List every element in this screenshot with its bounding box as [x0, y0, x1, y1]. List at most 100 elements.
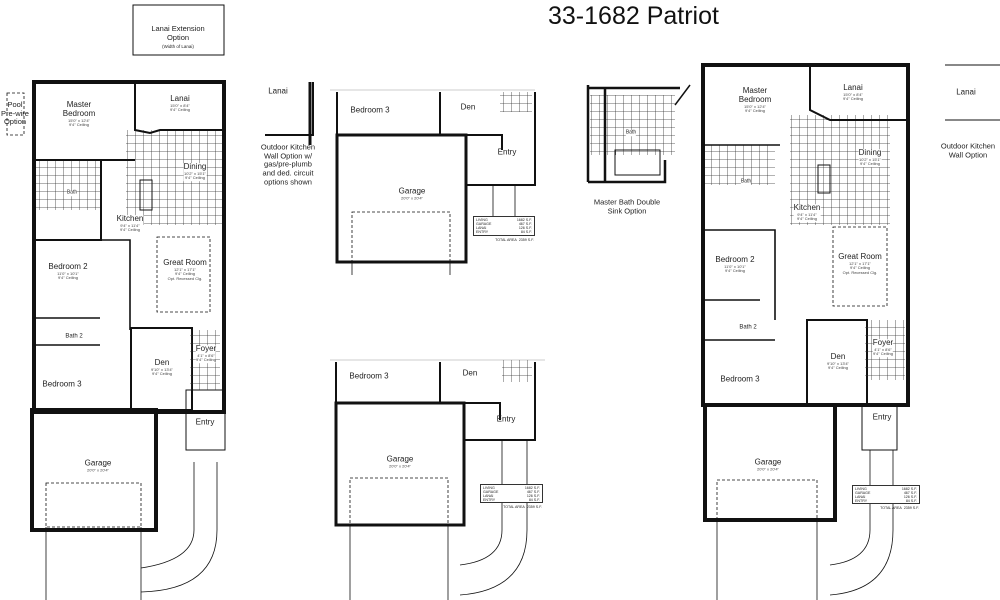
room-bath: Bath — [625, 129, 637, 136]
label-line: Outdoor Kitchen — [260, 142, 316, 152]
lanai-extension-option-label: Lanai Extension Option (Width of Lanai) — [151, 24, 204, 51]
area-row: LIVING 1682 S.F. — [855, 487, 917, 491]
area-label: ENTRY — [483, 498, 496, 502]
room-ceiling: 9'4" Ceiling — [745, 107, 765, 113]
room-entry: Entry — [496, 414, 516, 424]
room-ceiling: 9'4" Ceiling — [843, 96, 863, 102]
area-total-value: 2359 S.F. — [526, 505, 542, 509]
room-bath-2: Bath 2 — [739, 324, 757, 332]
area-value: 467 S.F. — [518, 222, 532, 226]
room-name: Lanai — [843, 83, 863, 93]
room-ceiling: 9'4" Ceiling — [120, 227, 140, 233]
room-name: Lanai — [170, 94, 190, 104]
area-row: ENTRY 84 S.F. — [476, 230, 532, 234]
room-bath: Bath — [66, 189, 78, 196]
room-entry: Entry — [195, 417, 215, 427]
label-line: Master Bath Double — [593, 197, 661, 207]
room-ceiling: 9'4" Ceiling — [873, 351, 893, 357]
label-line: (Width of Lanai) — [162, 44, 194, 50]
outdoor-kitchen-option-label: Outdoor Kitchen Wall Option w/ gas/pre-p… — [261, 143, 315, 186]
area-label: LANAI — [483, 494, 494, 498]
area-value: 126 S.F. — [903, 495, 917, 499]
room-dims: 10'2" x 15'1" — [859, 157, 881, 163]
room-name: Great Room — [163, 258, 207, 268]
room-name: Garage — [398, 186, 426, 196]
area-total-value: 2359 S.F. — [518, 238, 534, 242]
area-value: 84 S.F. — [520, 230, 532, 234]
room-name: Garage — [754, 457, 782, 467]
room-bedroom-3: Bedroom 3 — [42, 379, 82, 389]
room-name: Kitchen — [793, 203, 821, 213]
room-name: Den — [154, 358, 170, 368]
room-name: Foyer — [195, 344, 217, 354]
room-dims: 4'1" x 8'6" — [197, 353, 215, 359]
room-dims: 15'0" x 8'4" — [170, 103, 190, 109]
area-value: 84 S.F. — [528, 498, 540, 502]
room-note: Opt. Recessed Clg. — [167, 275, 203, 281]
room-den: Den — [460, 102, 476, 112]
room-ceiling: 9'4" Ceiling — [828, 365, 848, 371]
area-row: ENTRY 84 S.F. — [483, 498, 540, 502]
room-ceiling: 9'4" Ceiling — [175, 271, 195, 277]
room-entry: Entry — [497, 147, 517, 157]
room-ceiling: 9'4" Ceiling — [196, 357, 216, 363]
label-line: options shown — [264, 176, 312, 186]
room-ceiling: 9'4" Ceiling — [170, 107, 190, 113]
room-name: Bedroom 2 — [48, 262, 88, 272]
room-dims: 15'0" x 12'4" — [744, 103, 766, 109]
area-label: ENTRY — [476, 230, 489, 234]
room-name: Garage — [386, 454, 414, 464]
room-dims: 15'0" x 8'4" — [843, 92, 863, 98]
room-dims: 9'10" x 13'4" — [827, 361, 849, 367]
room-ceiling: 9'4" Ceiling — [850, 265, 870, 271]
plan-title: 33-1682 Patriot — [548, 2, 719, 30]
label-line: Option — [166, 32, 190, 42]
label-line: Outdoor Kitchen — [940, 141, 996, 151]
pool-prewire-option-label: Pool Pre-wire Option — [1, 100, 29, 127]
room-bedroom-3: Bedroom 3 — [720, 374, 760, 384]
area-value: 1682 S.F. — [901, 487, 917, 491]
room-ceiling: 9'4" Ceiling — [725, 268, 745, 274]
room-dims: 10'2" x 15'1" — [184, 171, 206, 177]
room-name: Dining — [858, 148, 882, 158]
area-label: LIVING — [855, 487, 867, 491]
area-value: 467 S.F. — [903, 491, 917, 495]
room-bath-2: Bath 2 — [65, 333, 83, 341]
area-label: GARAGE — [483, 490, 499, 494]
room-note: Opt. Recessed Clg. — [842, 269, 878, 275]
area-total: TOTAL AREA 2359 S.F. — [853, 506, 919, 510]
room-dims: 20'0" x 20'4" — [401, 195, 423, 201]
area-total: TOTAL AREA 2359 S.F. — [474, 238, 534, 242]
area-label: GARAGE — [476, 222, 492, 226]
room-dims: 11'0" x 10'1" — [724, 264, 746, 270]
label-line: Wall Option — [948, 150, 988, 159]
room-name: Kitchen — [116, 214, 144, 224]
label-line: Pool — [7, 100, 23, 110]
plan-base — [6, 4, 226, 600]
room-bedroom-3: Bedroom 3 — [350, 105, 390, 115]
room-entry: Entry — [872, 412, 892, 422]
room-ceiling: 9'4" Ceiling — [58, 275, 78, 281]
room-name: Master Bedroom — [62, 99, 96, 118]
